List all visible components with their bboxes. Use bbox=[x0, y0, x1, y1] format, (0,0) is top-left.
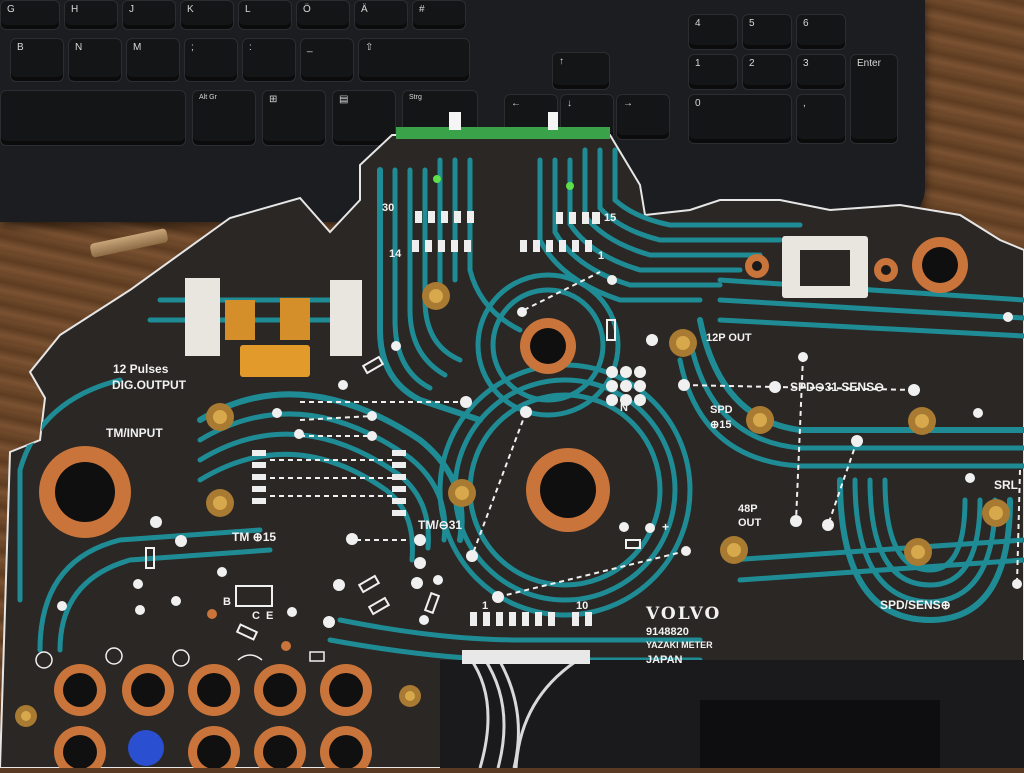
solder-pads bbox=[252, 211, 600, 626]
pin-label-1-top: 1 bbox=[598, 250, 605, 262]
label-tm-15: TM ⊕15 bbox=[232, 530, 277, 544]
pin-label-10: 10 bbox=[576, 600, 589, 612]
key-hash[interactable]: # bbox=[412, 0, 466, 30]
label-spd-15: ⊕15 bbox=[710, 419, 732, 431]
pin-label-30: 30 bbox=[382, 202, 395, 214]
via-pads bbox=[57, 275, 1022, 628]
key-space[interactable] bbox=[0, 90, 186, 146]
brand-logo: VOLVO bbox=[646, 604, 722, 624]
warning-symbols bbox=[35, 647, 325, 669]
label-48p: 48P bbox=[738, 503, 758, 515]
white-connector-left-a bbox=[185, 278, 220, 356]
key-num-comma[interactable]: , bbox=[796, 94, 846, 144]
harness-wires bbox=[468, 657, 576, 769]
key-n[interactable]: N bbox=[68, 38, 122, 82]
key-b[interactable]: B bbox=[10, 38, 64, 82]
label-tm-31: TM/⊖31 bbox=[418, 518, 463, 532]
label-tm-input: TM/INPUT bbox=[106, 426, 163, 440]
label-dig-output: DIG.OUTPUT bbox=[112, 378, 186, 392]
key-a-umlaut[interactable]: Ä bbox=[354, 0, 408, 30]
gauge-holes bbox=[39, 237, 968, 538]
brass-screws bbox=[15, 282, 1010, 727]
key-h[interactable]: H bbox=[64, 0, 118, 30]
key-num-6[interactable]: 6 bbox=[796, 14, 846, 50]
label-spd-sens: SPD/SENS⊕ bbox=[880, 598, 951, 612]
label-c: C bbox=[252, 610, 260, 622]
led-right bbox=[566, 182, 574, 190]
led-left bbox=[433, 175, 441, 183]
key-j[interactable]: J bbox=[122, 0, 176, 30]
label-spd-31-sens: SPD⊖31 SENS⊖ bbox=[790, 380, 885, 394]
pin-label-15: 15 bbox=[604, 212, 617, 224]
key-menu[interactable]: ▤ bbox=[332, 90, 396, 146]
key-num-1[interactable]: 1 bbox=[688, 54, 738, 90]
label-12p-out: 12P OUT bbox=[706, 332, 752, 344]
country-label: JAPAN bbox=[646, 654, 683, 666]
pin-label-14: 14 bbox=[389, 248, 402, 260]
keyboard: G H J K L Ö Ä # B N M ; : _ ⇧ Alt Gr ⊞ ▤… bbox=[0, 0, 925, 222]
key-underscore[interactable]: _ bbox=[300, 38, 354, 82]
key-arrow-right[interactable]: → bbox=[616, 94, 670, 140]
label-12-pulses: 12 Pulses bbox=[113, 362, 169, 376]
maker-label: YAZAKI METER bbox=[646, 640, 713, 650]
label-48p-out: OUT bbox=[738, 517, 762, 529]
label-srl: SRL bbox=[994, 478, 1018, 492]
key-num-0[interactable]: 0 bbox=[688, 94, 792, 144]
jumper-links bbox=[270, 271, 1021, 598]
white-connector-left-b bbox=[330, 280, 362, 356]
key-shift[interactable]: ⇧ bbox=[358, 38, 470, 82]
pin-label-1-bottom: 1 bbox=[482, 600, 489, 612]
label-e: E bbox=[266, 610, 274, 622]
key-k[interactable]: K bbox=[180, 0, 234, 30]
indicator-lamp-holes bbox=[54, 664, 372, 773]
key-num-5[interactable]: 5 bbox=[742, 14, 792, 50]
label-spd: SPD bbox=[710, 404, 733, 416]
key-o-umlaut[interactable]: Ö bbox=[296, 0, 350, 30]
key-l[interactable]: L bbox=[238, 0, 292, 30]
key-arrow-up[interactable]: ↑ bbox=[552, 52, 610, 90]
key-g[interactable]: G bbox=[0, 0, 60, 30]
connector-edge bbox=[396, 127, 610, 139]
pcb-board bbox=[0, 134, 1024, 769]
key-num-3[interactable]: 3 bbox=[796, 54, 846, 90]
key-semicolon[interactable]: ; bbox=[184, 38, 238, 82]
part-number: 9148820 bbox=[646, 626, 689, 638]
key-windows[interactable]: ⊞ bbox=[262, 90, 326, 146]
key-alt-gr[interactable]: Alt Gr bbox=[192, 90, 256, 146]
label-b: B bbox=[223, 596, 231, 608]
key-num-enter[interactable]: Enter bbox=[850, 54, 898, 144]
key-m[interactable]: M bbox=[126, 38, 180, 82]
label-n: N bbox=[620, 402, 628, 414]
resistor-symbols bbox=[145, 319, 641, 641]
key-num-2[interactable]: 2 bbox=[742, 54, 792, 90]
fuse-body bbox=[240, 345, 310, 377]
key-colon[interactable]: : bbox=[242, 38, 296, 82]
key-num-4[interactable]: 4 bbox=[688, 14, 738, 50]
label-plus: + bbox=[662, 520, 670, 534]
